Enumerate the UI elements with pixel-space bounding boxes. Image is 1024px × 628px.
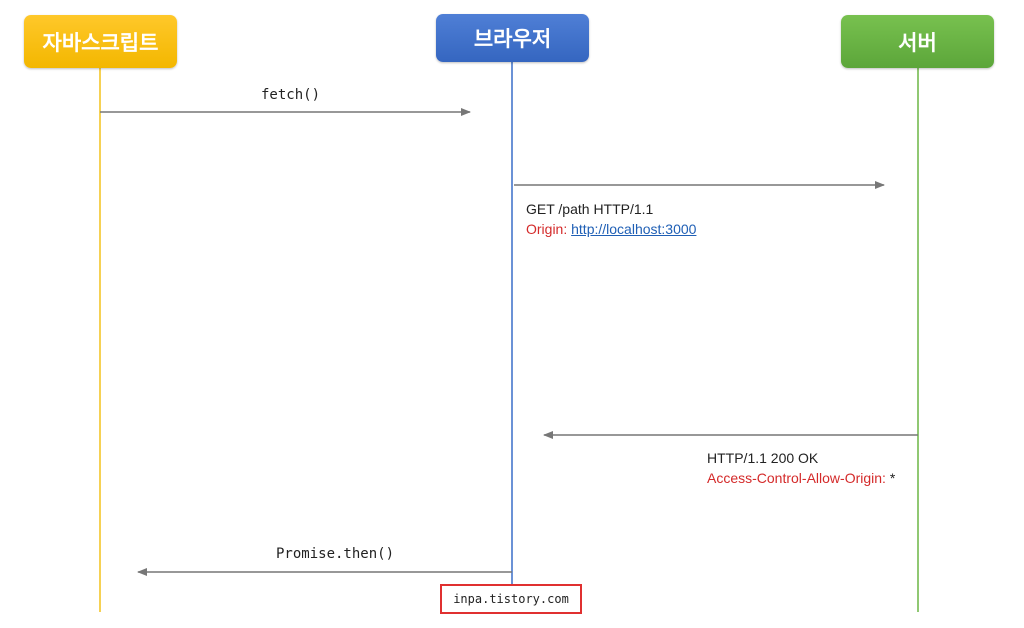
request-block: GET /path HTTP/1.1 Origin: http://localh… <box>526 199 696 239</box>
response-line: HTTP/1.1 200 OK <box>707 450 819 466</box>
javascript-actor-box: 자바스크립트 <box>24 15 177 68</box>
browser-actor-label: 브라우저 <box>473 27 552 51</box>
promise-then-label: Promise.then() <box>276 546 395 562</box>
origin-header-value: http://localhost:3000 <box>571 221 697 237</box>
origin-header-name: Origin: <box>526 221 568 237</box>
browser-actor-box: 브라우저 <box>436 14 589 62</box>
request-line: GET /path HTTP/1.1 <box>526 201 654 217</box>
watermark-text: inpa.tistory.com <box>453 592 569 606</box>
acao-header-name: Access-Control-Allow-Origin: <box>707 470 886 486</box>
server-actor-box: 서버 <box>841 15 994 68</box>
javascript-actor-label: 자바스크립트 <box>42 30 159 55</box>
request-header: Origin: http://localhost:3000 <box>526 219 696 239</box>
acao-header-value: * <box>889 470 896 486</box>
response-block: HTTP/1.1 200 OK Access-Control-Allow-Ori… <box>707 448 895 488</box>
fetch-label: fetch() <box>261 87 321 103</box>
response-header: Access-Control-Allow-Origin: * <box>707 468 895 488</box>
watermark-box: inpa.tistory.com <box>440 584 582 614</box>
server-actor-label: 서버 <box>898 30 937 55</box>
